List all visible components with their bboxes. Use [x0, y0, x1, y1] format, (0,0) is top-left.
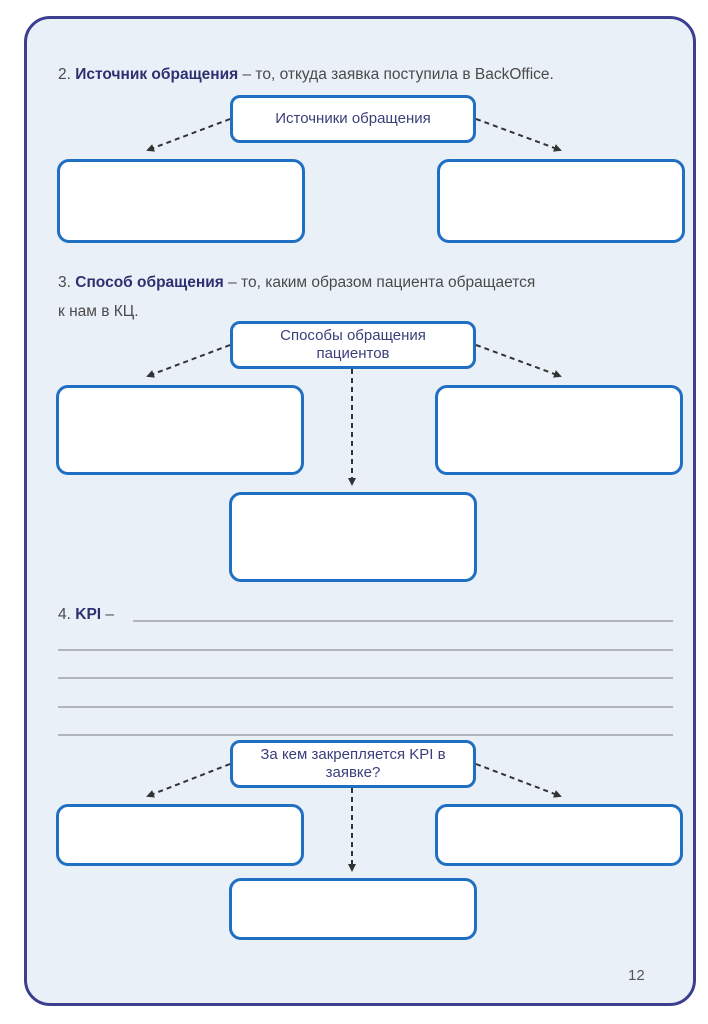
section-3-definition: – то, каким образом пациента обращается	[223, 274, 536, 291]
section-2-definition: – то, откуда заявка поступила в BackOffi…	[238, 66, 554, 83]
section-4-dash: –	[101, 606, 115, 623]
section-3-term: Способ обращения	[75, 274, 224, 291]
section-3-heading-continued: к нам в КЦ.	[58, 302, 139, 322]
arrow-kpi-right	[475, 763, 562, 798]
section-2-heading: 2. Источник обращения – то, откуда заявк…	[58, 65, 554, 85]
arrow-kpi-left	[146, 763, 231, 798]
kpi-answer-box-left[interactable]	[56, 804, 304, 866]
section-2-number: 2.	[58, 66, 71, 83]
arrow-sources-left	[146, 118, 231, 152]
kpi-answer-box-bottom[interactable]	[229, 878, 477, 940]
section-3-number: 3.	[58, 274, 71, 291]
sources-title-box: Источники обращения	[230, 95, 476, 143]
methods-title-text: Способы обращения пациентов	[280, 327, 426, 362]
section-4-heading: 4. KPI –	[58, 605, 114, 625]
source-answer-box-right[interactable]	[437, 159, 685, 243]
section-4-term: KPI	[75, 606, 102, 623]
sources-title-text: Источники обращения	[275, 110, 431, 127]
arrow-sources-right	[475, 118, 562, 152]
arrow-methods-left	[146, 344, 231, 378]
method-answer-box-right[interactable]	[435, 385, 683, 475]
method-answer-box-bottom[interactable]	[229, 492, 477, 582]
section-2-term: Источник обращения	[75, 66, 239, 83]
kpi-answer-box-right[interactable]	[435, 804, 683, 866]
kpi-title-box: За кем закрепляется KPI в заявке?	[230, 740, 476, 788]
section-3-heading: 3. Способ обращения – то, каким образом …	[58, 273, 535, 293]
method-answer-box-left[interactable]	[56, 385, 304, 475]
arrow-methods-right	[475, 344, 562, 378]
page-number: 12	[628, 967, 645, 984]
section-4-number: 4.	[58, 606, 71, 623]
methods-title-box: Способы обращения пациентов	[230, 321, 476, 369]
section-3-definition-line-2: к нам в КЦ.	[58, 303, 139, 320]
source-answer-box-left[interactable]	[57, 159, 305, 243]
kpi-title-text: За кем закрепляется KPI в заявке?	[260, 746, 446, 781]
